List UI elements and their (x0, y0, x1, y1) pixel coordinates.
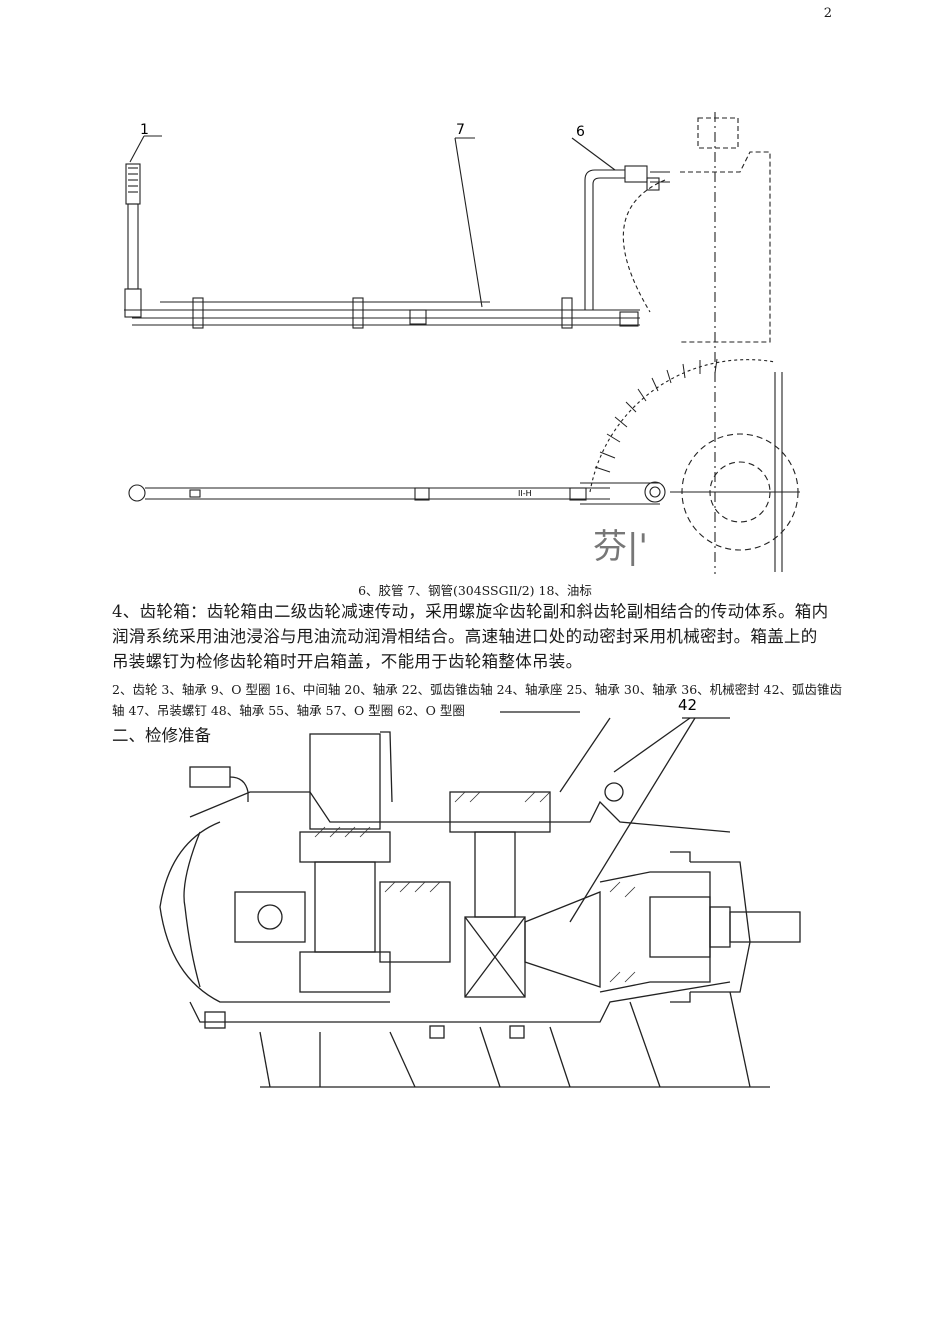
page-number: 2 (823, 6, 832, 21)
callout-42: 42 (678, 696, 697, 714)
section-mark: II-H (518, 489, 532, 498)
gearbox-parts-list: 2、齿轮 3、轴承 9、O 型圈 16、中间轴 20、轴承 22、弧齿锥齿轴 2… (112, 682, 843, 718)
piping-drawing: 1 7 6 II-H 芬|' (124, 112, 800, 574)
section-heading: 二、检修准备 (112, 722, 217, 746)
watermark: 芬|' (593, 527, 648, 567)
callout-6: 6 (576, 124, 585, 140)
callout-7: 7 (456, 122, 465, 138)
gearbox-description: 4、齿轮箱：齿轮箱由二级齿轮减速传动，采用螺旋伞齿轮副和斜齿轮副相结合的传动体系… (112, 602, 829, 671)
figure1-caption: 6、胶管 7、钢管(304SSGIl/2) 18、油标 (358, 583, 592, 598)
gearbox-section-drawing: 42 (159, 696, 801, 1088)
callout-1: 1 (140, 122, 149, 138)
